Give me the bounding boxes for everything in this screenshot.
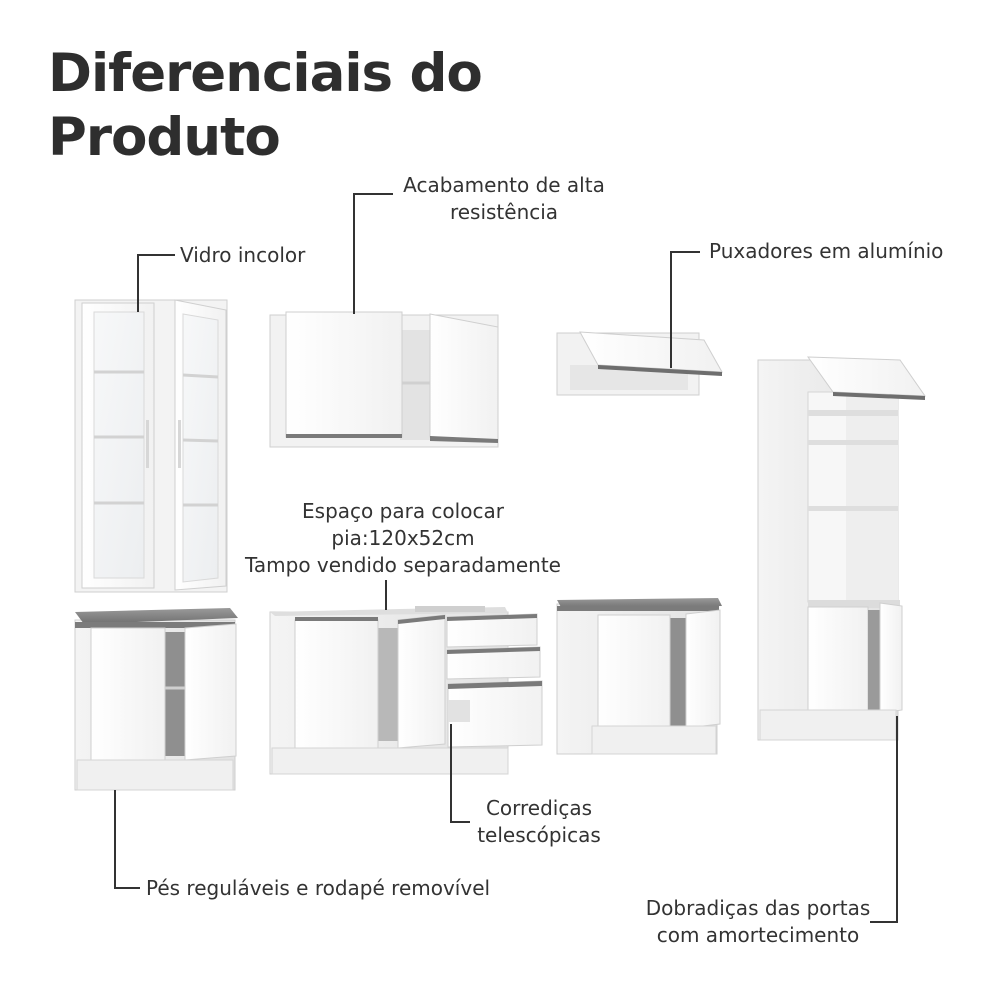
title-line-2: Produto xyxy=(48,107,281,168)
callout-space-line-3: Tampo vendido separadamente xyxy=(244,553,561,577)
callout-glass: Vidro incolor xyxy=(180,243,306,267)
title-line-1: Diferenciais do xyxy=(48,43,483,104)
leader-finish xyxy=(353,193,393,314)
leader-lines xyxy=(114,193,898,923)
sink-cabinet xyxy=(269,606,543,775)
leader-hinges xyxy=(870,716,898,923)
callout-hinges-line-2: com amortecimento xyxy=(656,923,860,947)
leader-feet xyxy=(114,790,140,889)
callout-slides-line-2: telescópicas xyxy=(477,823,601,847)
callout-slides-line-1: Corrediças xyxy=(485,796,593,820)
leader-slides xyxy=(450,724,470,823)
callout-slides: Corrediças telescópicas xyxy=(466,795,612,849)
callout-space: Espaço para colocar pia:120x52cm Tampo v… xyxy=(238,498,568,579)
page-title: Diferenciais do Produto xyxy=(48,42,483,170)
callout-space-line-1: Espaço para colocar xyxy=(302,499,504,523)
callout-hinges-line-1: Dobradiças das portas xyxy=(645,896,871,920)
leader-handles xyxy=(670,251,700,368)
flip-up-cabinet xyxy=(556,331,723,396)
callout-finish-line-2: resistência xyxy=(449,200,559,224)
callout-space-line-2: pia:120x52cm xyxy=(331,526,475,550)
callout-finish-line-1: Acabamento de alta xyxy=(403,173,605,197)
callout-hinges: Dobradiças das portas com amortecimento xyxy=(640,895,876,949)
leader-glass xyxy=(137,254,175,312)
tall-tower xyxy=(757,356,926,741)
wall-cabinet xyxy=(269,311,499,448)
base-cabinet-middle xyxy=(556,598,722,755)
callout-finish: Acabamento de alta resistência xyxy=(401,172,607,226)
base-cabinet-left xyxy=(74,608,238,791)
callout-handles: Puxadores em alumínio xyxy=(709,239,944,263)
callout-feet: Pés reguláveis e rodapé removível xyxy=(146,876,491,900)
glass-cabinet xyxy=(74,299,228,593)
